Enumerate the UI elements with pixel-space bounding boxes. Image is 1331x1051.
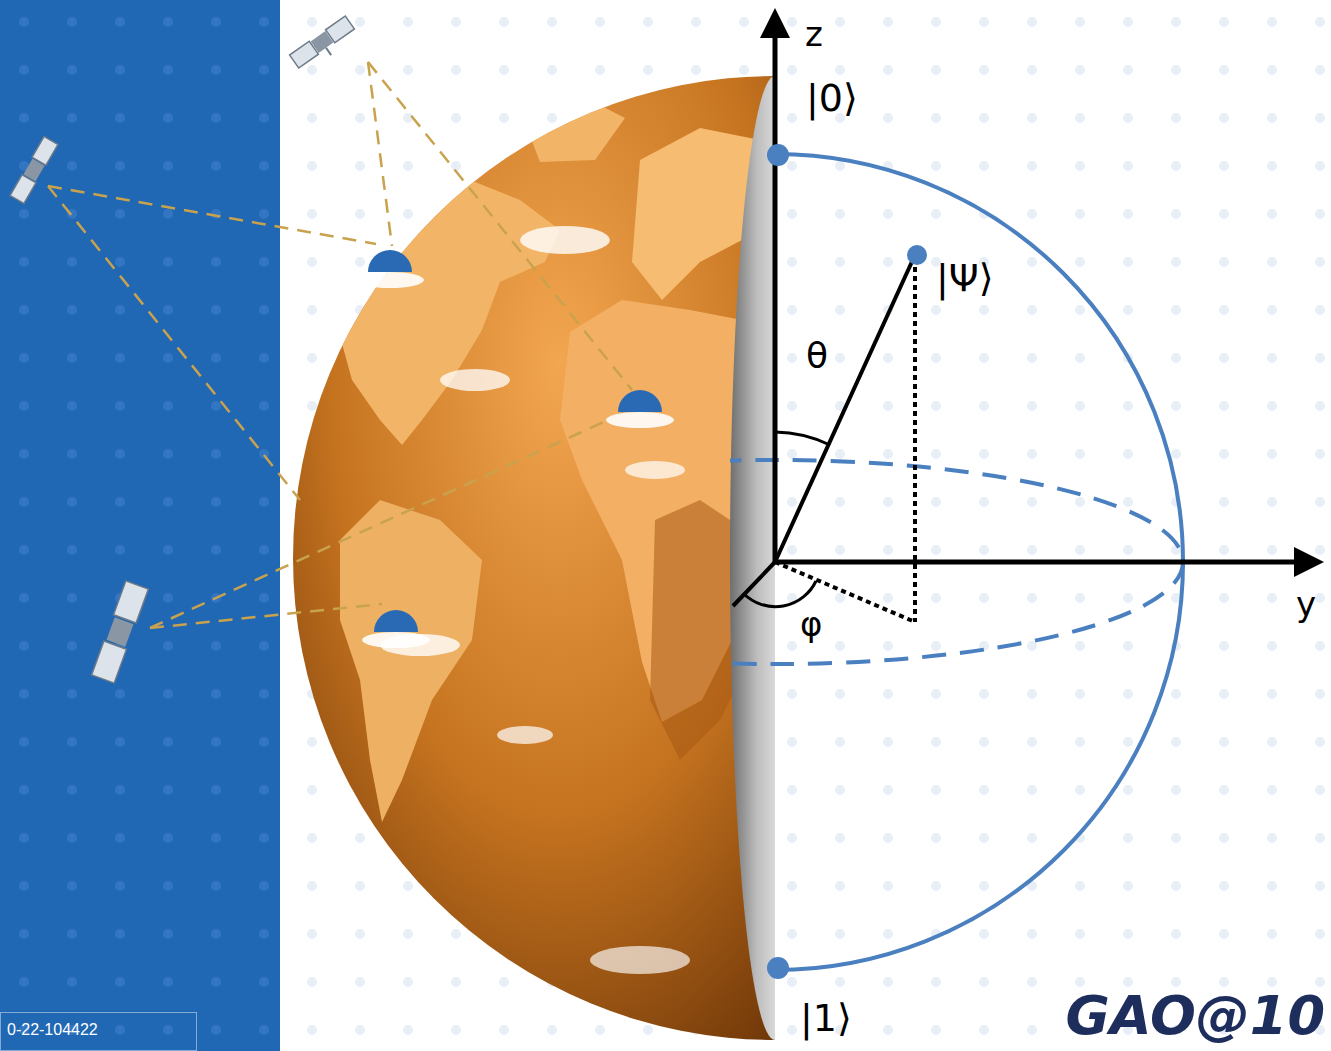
state-label: |0⟩ [806, 78, 858, 120]
earth [293, 76, 775, 1040]
logo-text: GAO@10 [1065, 986, 1325, 1045]
angle-label: φ [800, 606, 822, 643]
axis-label: y [1296, 586, 1316, 623]
state-label: |1⟩ [800, 998, 852, 1040]
observatory [356, 250, 674, 648]
axis-label: z [805, 16, 823, 53]
satellite [290, 16, 359, 75]
report-number: 0-22-104422 [7, 1021, 190, 1039]
panel-dots [0, 0, 280, 1051]
report-number-box: 0-22-104422 [0, 1012, 197, 1051]
satellite-links [48, 62, 632, 628]
satellite [92, 581, 149, 683]
state-label: |Ψ⟩ [936, 258, 994, 300]
angle-label: θ [806, 336, 828, 376]
side-panel [0, 0, 280, 1051]
satellite [10, 137, 58, 204]
bloch-sphere [367, 14, 1318, 979]
